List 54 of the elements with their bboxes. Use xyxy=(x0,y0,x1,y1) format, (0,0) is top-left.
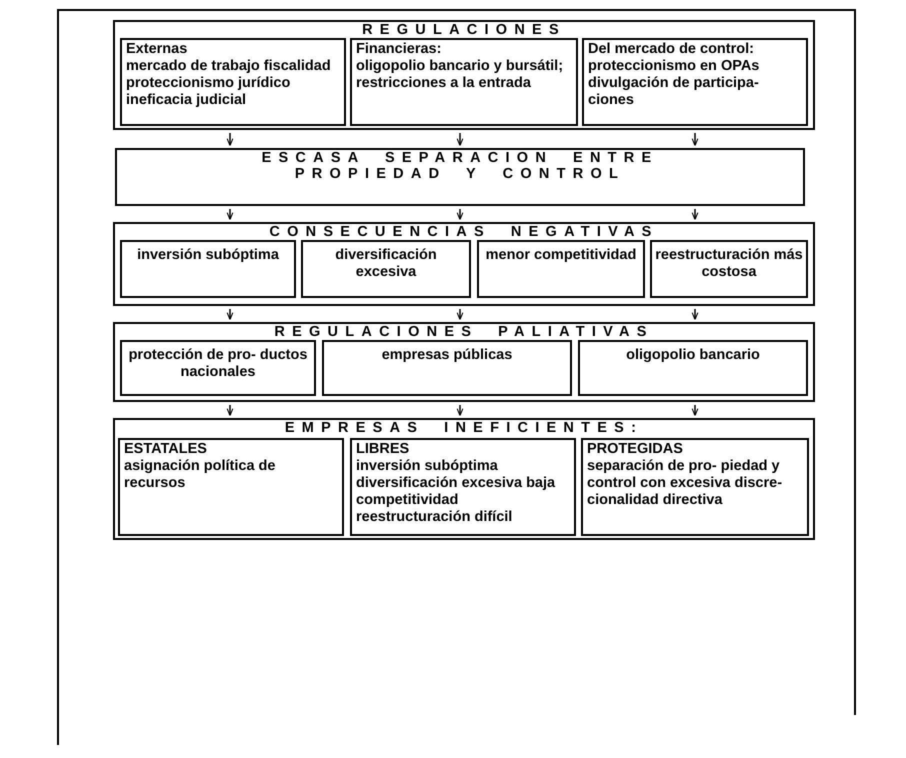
arrow xyxy=(456,209,464,220)
group-panel xyxy=(113,418,815,540)
arrow xyxy=(226,209,234,220)
box-text: reestructuración más costosa xyxy=(654,246,804,282)
arrow xyxy=(692,405,698,416)
box-text: inversión subóptima diversificación excesiva baja competitividad reestructuración difícil xyxy=(355,458,556,527)
arrow xyxy=(692,133,698,146)
item-box xyxy=(120,340,316,396)
group-panel xyxy=(113,322,815,402)
category-box xyxy=(120,38,346,126)
process-box xyxy=(115,148,805,206)
group-panel xyxy=(113,20,815,130)
box-heading: Externas xyxy=(125,40,188,58)
arrow xyxy=(692,209,698,220)
arrow xyxy=(226,309,234,320)
panel-heading: ESCASA SEPARACION ENTRE PROPIEDAD Y CONTROL xyxy=(260,150,660,182)
arrow xyxy=(226,405,234,416)
category-box xyxy=(350,38,578,126)
panel-heading: REGULACIONES xyxy=(361,22,567,38)
box-heading: Del mercado de control: xyxy=(587,40,755,58)
arrow xyxy=(692,309,698,320)
category-box xyxy=(118,438,344,536)
category-box xyxy=(582,38,808,126)
item-box xyxy=(322,340,572,396)
panel-heading: EMPRESAS INEFICIENTES: xyxy=(284,420,644,436)
box-heading: LIBRES xyxy=(355,440,410,458)
box-heading: Financieras: xyxy=(355,40,442,58)
box-text: asignación política de recursos xyxy=(123,458,276,493)
category-box xyxy=(581,438,809,536)
arrow xyxy=(456,309,464,320)
item-box xyxy=(477,240,645,298)
box-heading: ESTATALES xyxy=(123,440,208,458)
box-text: empresas públicas xyxy=(380,346,514,365)
item-box xyxy=(301,240,471,298)
box-text: oligopolio bancario xyxy=(625,346,761,365)
panel-heading: CONSECUENCIAS NEGATIVAS xyxy=(268,224,660,240)
arrow xyxy=(456,405,464,416)
category-box xyxy=(350,438,576,536)
box-text: menor competitividad xyxy=(484,246,638,265)
box-text: oligopolio bancario y bursátil; restricciones a la entrada xyxy=(355,58,564,93)
group-panel xyxy=(113,222,815,306)
box-text: mercado de trabajo fiscalidad proteccionismo jurídico ineficacia judicial xyxy=(125,58,332,110)
panel-heading: REGULACIONES PALIATIVAS xyxy=(273,324,655,340)
arrow xyxy=(456,133,464,146)
box-text: diversificación excesiva xyxy=(334,246,438,282)
box-heading: PROTEGIDAS xyxy=(586,440,684,458)
box-text: inversión subóptima xyxy=(136,246,280,265)
item-box xyxy=(578,340,808,396)
box-text: proteccionismo en OPAs divulgación de participa- ciones xyxy=(587,58,760,110)
arrow xyxy=(226,133,234,146)
box-text: protección de pro- ductos nacionales xyxy=(128,346,308,382)
box-text: separación de pro- piedad y control con excesiva discre- cionalidad directiva xyxy=(586,458,784,510)
item-box xyxy=(650,240,808,298)
item-box xyxy=(120,240,296,298)
